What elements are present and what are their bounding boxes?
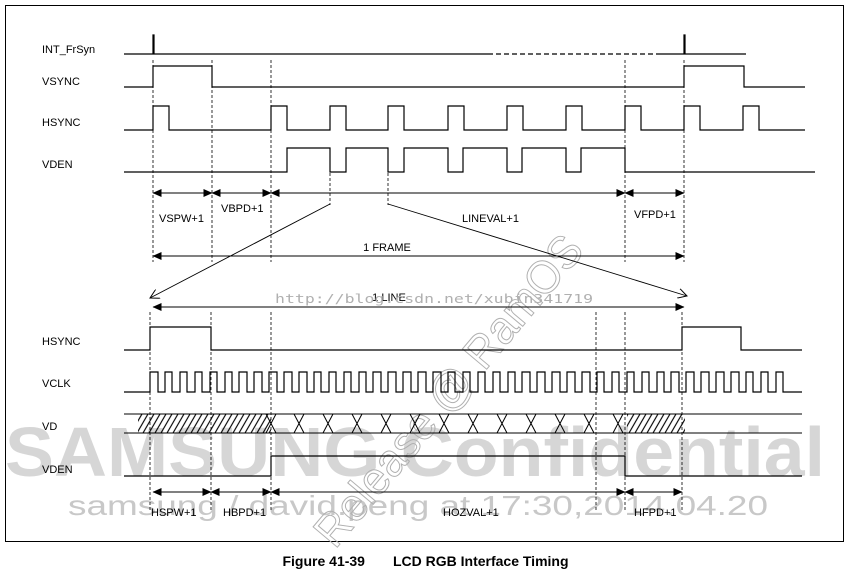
- vd-cross-2-b: [322, 413, 334, 434]
- label-vbpd: VBPD+1: [221, 203, 264, 215]
- vden-frame-wave: [124, 147, 815, 173]
- label-hozval: HOZVAL+1: [443, 507, 499, 519]
- vd-cross-10-b: [554, 413, 566, 434]
- vd-cross-1-b: [293, 413, 305, 434]
- label-vd: VD: [42, 421, 57, 433]
- vclk-wave: [124, 371, 802, 393]
- label-hsync-line: HSYNC: [42, 336, 81, 348]
- label-frame: 1 FRAME: [363, 242, 411, 254]
- label-hfpd: HFPD+1: [634, 507, 677, 519]
- label-vsync: VSYNC: [42, 76, 80, 88]
- label-hspw: HSPW+1: [151, 507, 197, 519]
- zoom-line-right: [387, 203, 687, 296]
- vd-cross-4-b: [380, 413, 392, 434]
- vd-cross-3-b: [351, 413, 363, 434]
- label-vden-line: VDEN: [42, 464, 73, 476]
- vd-cross-8-b: [496, 413, 508, 434]
- label-lineval: LINEVAL+1: [462, 213, 519, 225]
- caption-title: LCD RGB Interface Timing: [392, 553, 569, 569]
- vd-cross-7-b: [467, 413, 479, 434]
- label-int-frsyn: INT_FrSyn: [42, 44, 95, 56]
- int-frsyn-wave-b: [656, 34, 746, 55]
- hsync-frame-wave: [124, 105, 805, 131]
- vd-hatch-left: [138, 414, 271, 433]
- vd-hatch-right: [627, 414, 685, 433]
- zoom-line-left: [150, 203, 331, 298]
- vd-cross-9-b: [525, 413, 537, 434]
- diagram-frame: [5, 5, 844, 542]
- label-line: 1 LINE: [372, 292, 406, 304]
- label-vden-frame: VDEN: [42, 159, 73, 171]
- vsync-wave: [124, 65, 805, 88]
- label-hbpd: HBPD+1: [223, 507, 266, 519]
- int-frsyn-wave-a: [124, 34, 488, 55]
- label-vfpd: VFPD+1: [634, 209, 676, 221]
- vd-cross-6-b: [438, 413, 450, 434]
- vd-cross-5-b: [409, 413, 421, 434]
- watermark-url: http://blog.csdn.net/xubin341719: [275, 292, 593, 306]
- label-vclk: VCLK: [42, 378, 71, 390]
- label-vspw: VSPW+1: [159, 213, 204, 225]
- vd-cross-11-b: [583, 413, 595, 434]
- signal-layer: [124, 34, 815, 510]
- vden-line-wave: [124, 455, 802, 477]
- vd-cross-12-b: [612, 413, 624, 434]
- label-hsync-frame: HSYNC: [42, 117, 81, 129]
- figure-caption: Figure 41-39 LCD RGB Interface Timing: [0, 553, 851, 569]
- caption-number: Figure 41-39: [282, 553, 365, 569]
